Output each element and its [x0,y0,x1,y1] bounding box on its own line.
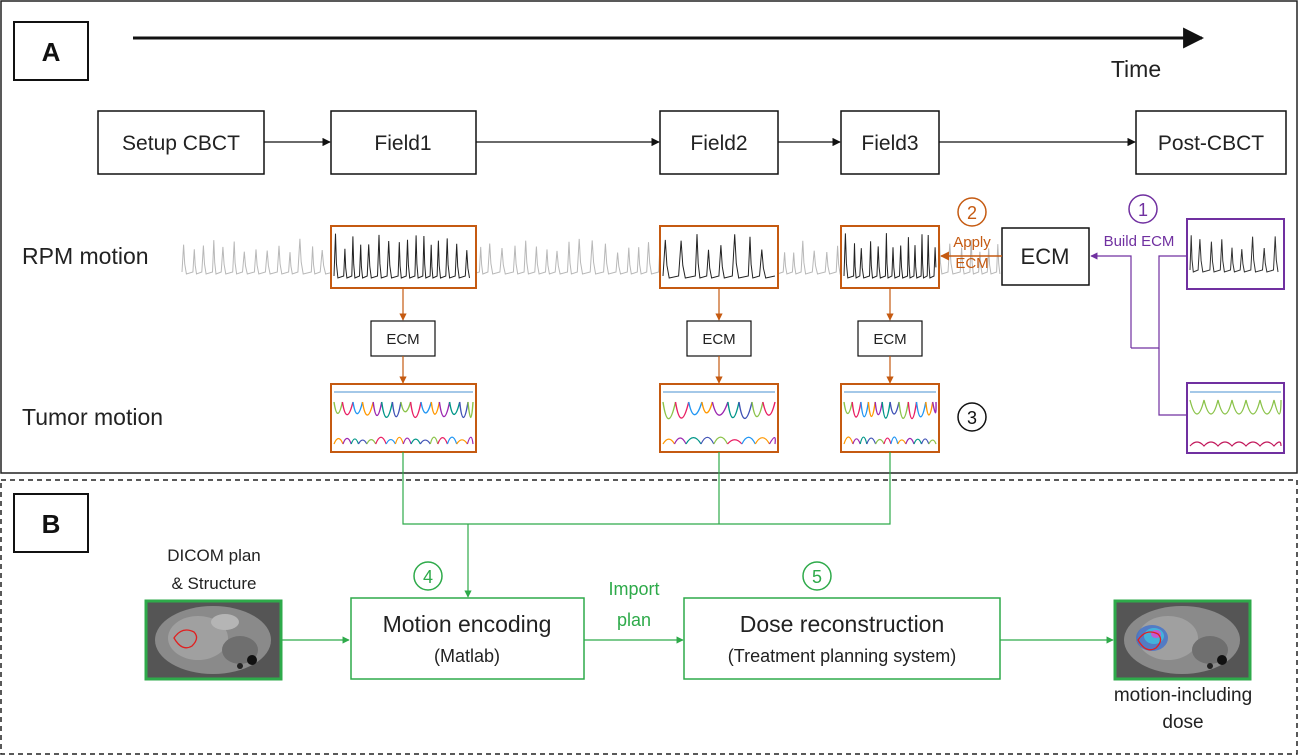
ecm-box-field1: ECM [370,320,436,357]
panel-a-label: A [42,37,61,67]
step-1-circle [1128,194,1158,224]
motion-encoding-title: Motion encoding [383,611,552,637]
merge-connector [402,452,891,525]
panel-b-label-box [13,493,89,553]
build-ecm-label: Build ECM [1104,233,1175,250]
stage-field2-label: Field2 [690,132,747,155]
stage-setup-cbct-label: Setup CBCT [122,132,240,155]
apply-label-line1: Apply [953,234,991,251]
ecm-box-field2-label: ECM [702,331,735,348]
stage-post-cbct: Post-CBCT [1135,110,1287,175]
import-label-line2: plan [617,610,651,630]
rpm-motion-label: RPM motion [22,243,149,269]
rpm-segment-field3 [840,225,940,289]
stage-field3-label: Field3 [861,132,918,155]
step-5-number: 5 [812,567,822,587]
tumor-plot-field3 [840,383,940,453]
tumor-motion-label: Tumor motion [22,404,163,430]
ecm-model-label: ECM [1021,244,1070,269]
step-2-circle [957,197,987,227]
output-label-line1: motion-including [1114,685,1252,706]
step-5-circle [802,561,832,591]
build-rpm-plot [1186,218,1285,290]
step-1-number: 1 [1138,200,1148,220]
step-3-circle [957,402,987,432]
dicom-ct-image [144,599,283,681]
dose-reconstruction-title: Dose reconstruction [740,611,945,637]
rpm-segment-field1 [330,225,477,289]
rpm-segment-field2 [659,225,779,289]
ecm-box-field3-label: ECM [873,331,906,348]
step-4-number: 4 [423,567,433,587]
motion-encoding-subtitle: (Matlab) [434,646,500,666]
dose-reconstruction-box: Dose reconstruction (Treatment planning … [683,597,1001,680]
time-label: Time [1111,56,1161,82]
tumor-plot-field1 [330,383,477,453]
apply-label-line2: ECM [955,255,988,272]
dicom-label-line1: DICOM plan [167,546,261,565]
step-3-number: 3 [967,408,977,428]
dose-output-image [1113,599,1252,681]
panel-b-frame [0,479,1298,755]
ecm-model-box: ECM [1001,227,1090,286]
tumor-plot-field2 [659,383,779,453]
dicom-label-line2: & Structure [171,574,256,593]
panel-b-label: B [42,509,61,539]
output-label-line2: dose [1162,712,1203,733]
ecm-box-field3: ECM [857,320,923,357]
stage-post-cbct-label: Post-CBCT [1158,132,1264,155]
motion-encoding-box: Motion encoding (Matlab) [350,597,585,680]
build-connector-tumor [1158,348,1187,416]
panel-a-label-box [13,21,89,81]
dose-reconstruction-subtitle: (Treatment planning system) [728,646,956,666]
stage-field3: Field3 [840,110,940,175]
ecm-box-field2: ECM [686,320,752,357]
step-4-circle [413,561,443,591]
stage-field1-label: Field1 [374,132,431,155]
build-connector-rpm [1131,255,1187,349]
import-label-line1: Import [608,579,659,599]
build-tumor-plot [1186,382,1285,454]
stage-field1: Field1 [330,110,477,175]
ecm-box-field1-label: ECM [386,331,419,348]
stage-field2: Field2 [659,110,779,175]
panel-a-frame [0,0,1298,474]
step-2-number: 2 [967,203,977,223]
stage-setup-cbct: Setup CBCT [97,110,265,175]
build-ecm-arrow [1090,252,1132,348]
